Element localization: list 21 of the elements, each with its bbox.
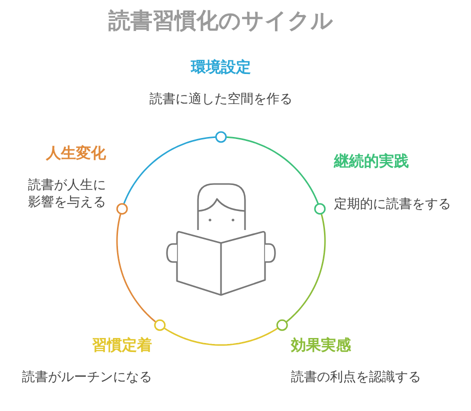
stage-heading: 習慣定着: [92, 336, 152, 356]
arc-connector: [164, 328, 278, 346]
arc-connector: [226, 136, 319, 204]
stage-heading: 人生変化: [46, 144, 106, 164]
stage-description: 読書が人生に影響を与える: [27, 178, 106, 212]
stage-heading: 効果実感: [291, 336, 351, 356]
cycle-dot: [154, 319, 166, 331]
cycle-dot: [276, 319, 288, 331]
stage-description: 読書の利点を認識する: [291, 370, 421, 387]
stage-heading: 環境設定: [191, 58, 251, 78]
cycle-dot: [215, 131, 227, 143]
arc-connector: [286, 214, 326, 322]
stage-heading: 継続的実践: [334, 152, 409, 172]
arc-connector: [123, 136, 216, 204]
arc-connector: [116, 214, 156, 322]
stage-description: 読書に適した空間を作る: [150, 92, 292, 109]
stage-description: 読書がルーチンになる: [22, 370, 152, 387]
stage-description: 定期的に読書をする: [334, 197, 451, 214]
diagram-title: 読書習慣化のサイクル: [107, 8, 334, 36]
cycle-dot: [314, 203, 326, 215]
cycle-dot: [116, 203, 128, 215]
